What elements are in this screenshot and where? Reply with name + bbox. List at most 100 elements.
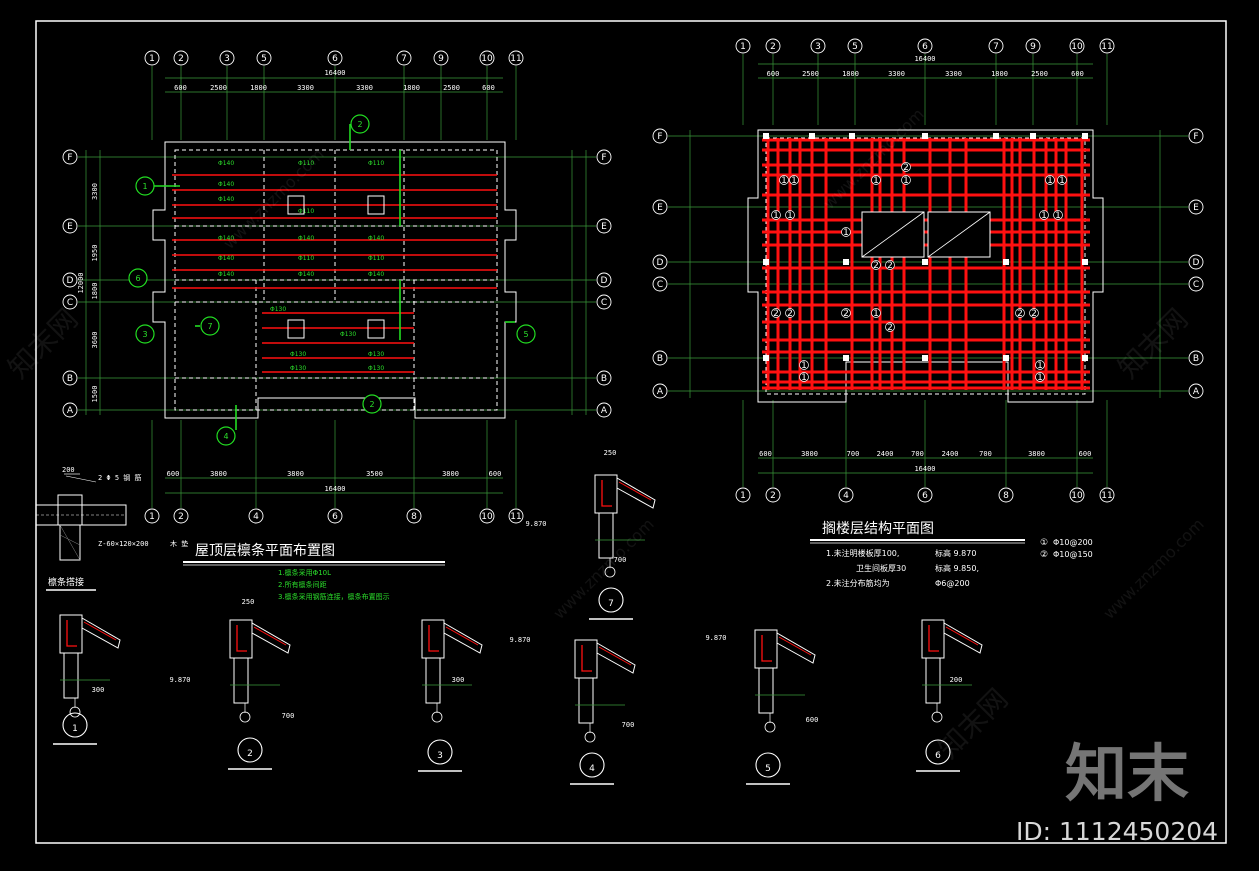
detail-section-beam [594, 474, 618, 514]
purlin-label: Φ130 [368, 365, 384, 372]
left-vdim: 3600 [91, 332, 99, 349]
left-vdim: 1500 [91, 386, 99, 403]
detail7-dim-700: 700 [614, 556, 627, 564]
left-bot-dim: 3800 [287, 470, 304, 478]
column [1003, 259, 1009, 265]
purlin-label: Φ110 [298, 255, 314, 262]
left-top-axis-7-label: 7 [401, 54, 407, 64]
left-top-axis-3-label: 3 [224, 54, 230, 64]
section-marker-circle [516, 324, 536, 344]
purlin-label: Φ130 [340, 331, 356, 338]
left-bot-dim: 600 [167, 470, 180, 478]
right-row-axis-R-C-circle [1188, 276, 1204, 292]
right-row-axis-L-C-circle [652, 276, 668, 292]
detail-rebar [928, 625, 939, 652]
right-row-axis-L-A-circle [652, 383, 668, 399]
column [763, 133, 769, 139]
detail-slope-slab [776, 632, 816, 664]
left-wall-outline [152, 141, 517, 419]
right-row-axis-L-B-circle [652, 350, 668, 366]
rebar-tag-circle [1035, 360, 1045, 370]
purlin-label: Φ140 [218, 160, 234, 167]
note-right-5: 2.未注分布筋均为 [826, 578, 890, 588]
left-row-axis-L-A-circle [62, 402, 78, 418]
section-marker-circle [135, 324, 155, 344]
left-top-dim: 600 [482, 84, 495, 92]
rebar-tag-circle [885, 322, 895, 332]
detail-slope-rebar [83, 621, 117, 641]
rebar-tag-circle [1015, 308, 1025, 318]
rebar-tag-label: 1 [903, 176, 909, 186]
image-id: ID: 1112450204 [1016, 817, 1218, 846]
detail-col-mark [931, 711, 943, 723]
detail-col-mark [604, 566, 616, 578]
left-bot-dim: 3800 [210, 470, 227, 478]
lap-dim-200: 200 [62, 466, 75, 474]
column [849, 133, 855, 139]
rebar-tag-label: 1 [791, 176, 797, 186]
left-row-axis-L-D-label: D [67, 276, 74, 286]
watermark-url-4: www.znzmo.com [549, 515, 657, 623]
right-row-axis-R-E-circle [1188, 199, 1204, 215]
plan-left-title: 屋顶层檩条平面布置图 [195, 542, 335, 559]
detail-rebar [601, 480, 612, 507]
right-top-axis-7-circle [988, 38, 1004, 54]
left-top-axis-1-label: 1 [149, 54, 155, 64]
right-bot-axis-4-label: 4 [843, 491, 849, 501]
left-top-axis-6-label: 6 [332, 54, 338, 64]
right-row-axis-R-B-label: B [1193, 354, 1199, 364]
right-row-axis-L-D-circle [652, 254, 668, 270]
left-row-axis-R-A-label: A [601, 406, 608, 416]
rebar-tag-label: 2 [887, 323, 893, 333]
right-row-axis-L-B-label: B [657, 354, 663, 364]
section-marker-circle [128, 268, 148, 288]
rebar-tag-circle [779, 175, 789, 185]
rebar-tag-circle [901, 175, 911, 185]
right-top-axis-1-label: 1 [740, 42, 746, 52]
detail-2-number: 2 [247, 749, 253, 759]
right-row-axis-R-D-label: D [1193, 258, 1200, 268]
rebar-tag-label: 2 [843, 309, 849, 319]
column [1030, 133, 1036, 139]
left-top-axis-3-circle [219, 50, 235, 66]
left-row-axis-L-A-label: A [67, 406, 74, 416]
column [1082, 355, 1088, 361]
detail-section-beam [59, 614, 83, 654]
watermark-layer: www.znzmo.com www.znzmo.com www.znzmo.co… [2, 105, 1208, 765]
detail-6-number: 6 [935, 751, 941, 761]
rebar-tag-label: 1 [873, 309, 879, 319]
left-row-axis-L-C-label: C [67, 298, 73, 308]
right-bot-axis-1-circle [735, 487, 751, 503]
detail-rebar [428, 625, 439, 652]
detail-slope-slab [943, 622, 983, 654]
detail-col-mark [764, 721, 776, 733]
rebar-tag-label: 1 [1047, 176, 1053, 186]
left-row-axis-L-D-circle [62, 272, 78, 288]
detail-section-wall [233, 657, 249, 704]
section-marker-label: 2 [369, 400, 374, 409]
section-marker-circle [216, 426, 236, 446]
right-bot-axis-8-circle [998, 487, 1014, 503]
rebar-tag-label: 1 [1041, 211, 1047, 221]
left-row-axis-R-C-label: C [601, 298, 607, 308]
right-bot-dim: 700 [847, 450, 860, 458]
right-row-axis-R-A-circle [1188, 383, 1204, 399]
detail2-elev: 9.870 [169, 676, 190, 684]
rebar-tag-label: 1 [787, 211, 793, 221]
column [763, 259, 769, 265]
purlin-label: Φ130 [270, 306, 286, 313]
opening-diag [927, 211, 991, 258]
right-row-axis-L-D-label: D [657, 258, 664, 268]
section-marker-label: 4 [223, 432, 228, 441]
detail-slope-rebar [445, 626, 479, 646]
rebar-tag-circle [901, 162, 911, 172]
detail-5-circle [755, 752, 781, 778]
rebar-tag-circle [785, 308, 795, 318]
rebar-tag-circle [885, 260, 895, 270]
detail3-dim-300: 300 [452, 676, 465, 684]
detail5-dim-600: 600 [806, 716, 819, 724]
column [922, 133, 928, 139]
right-bot-axis-2-label: 2 [770, 491, 776, 501]
right-row-axis-L-E-label: E [657, 203, 663, 213]
left-top-axis-2-label: 2 [178, 54, 184, 64]
